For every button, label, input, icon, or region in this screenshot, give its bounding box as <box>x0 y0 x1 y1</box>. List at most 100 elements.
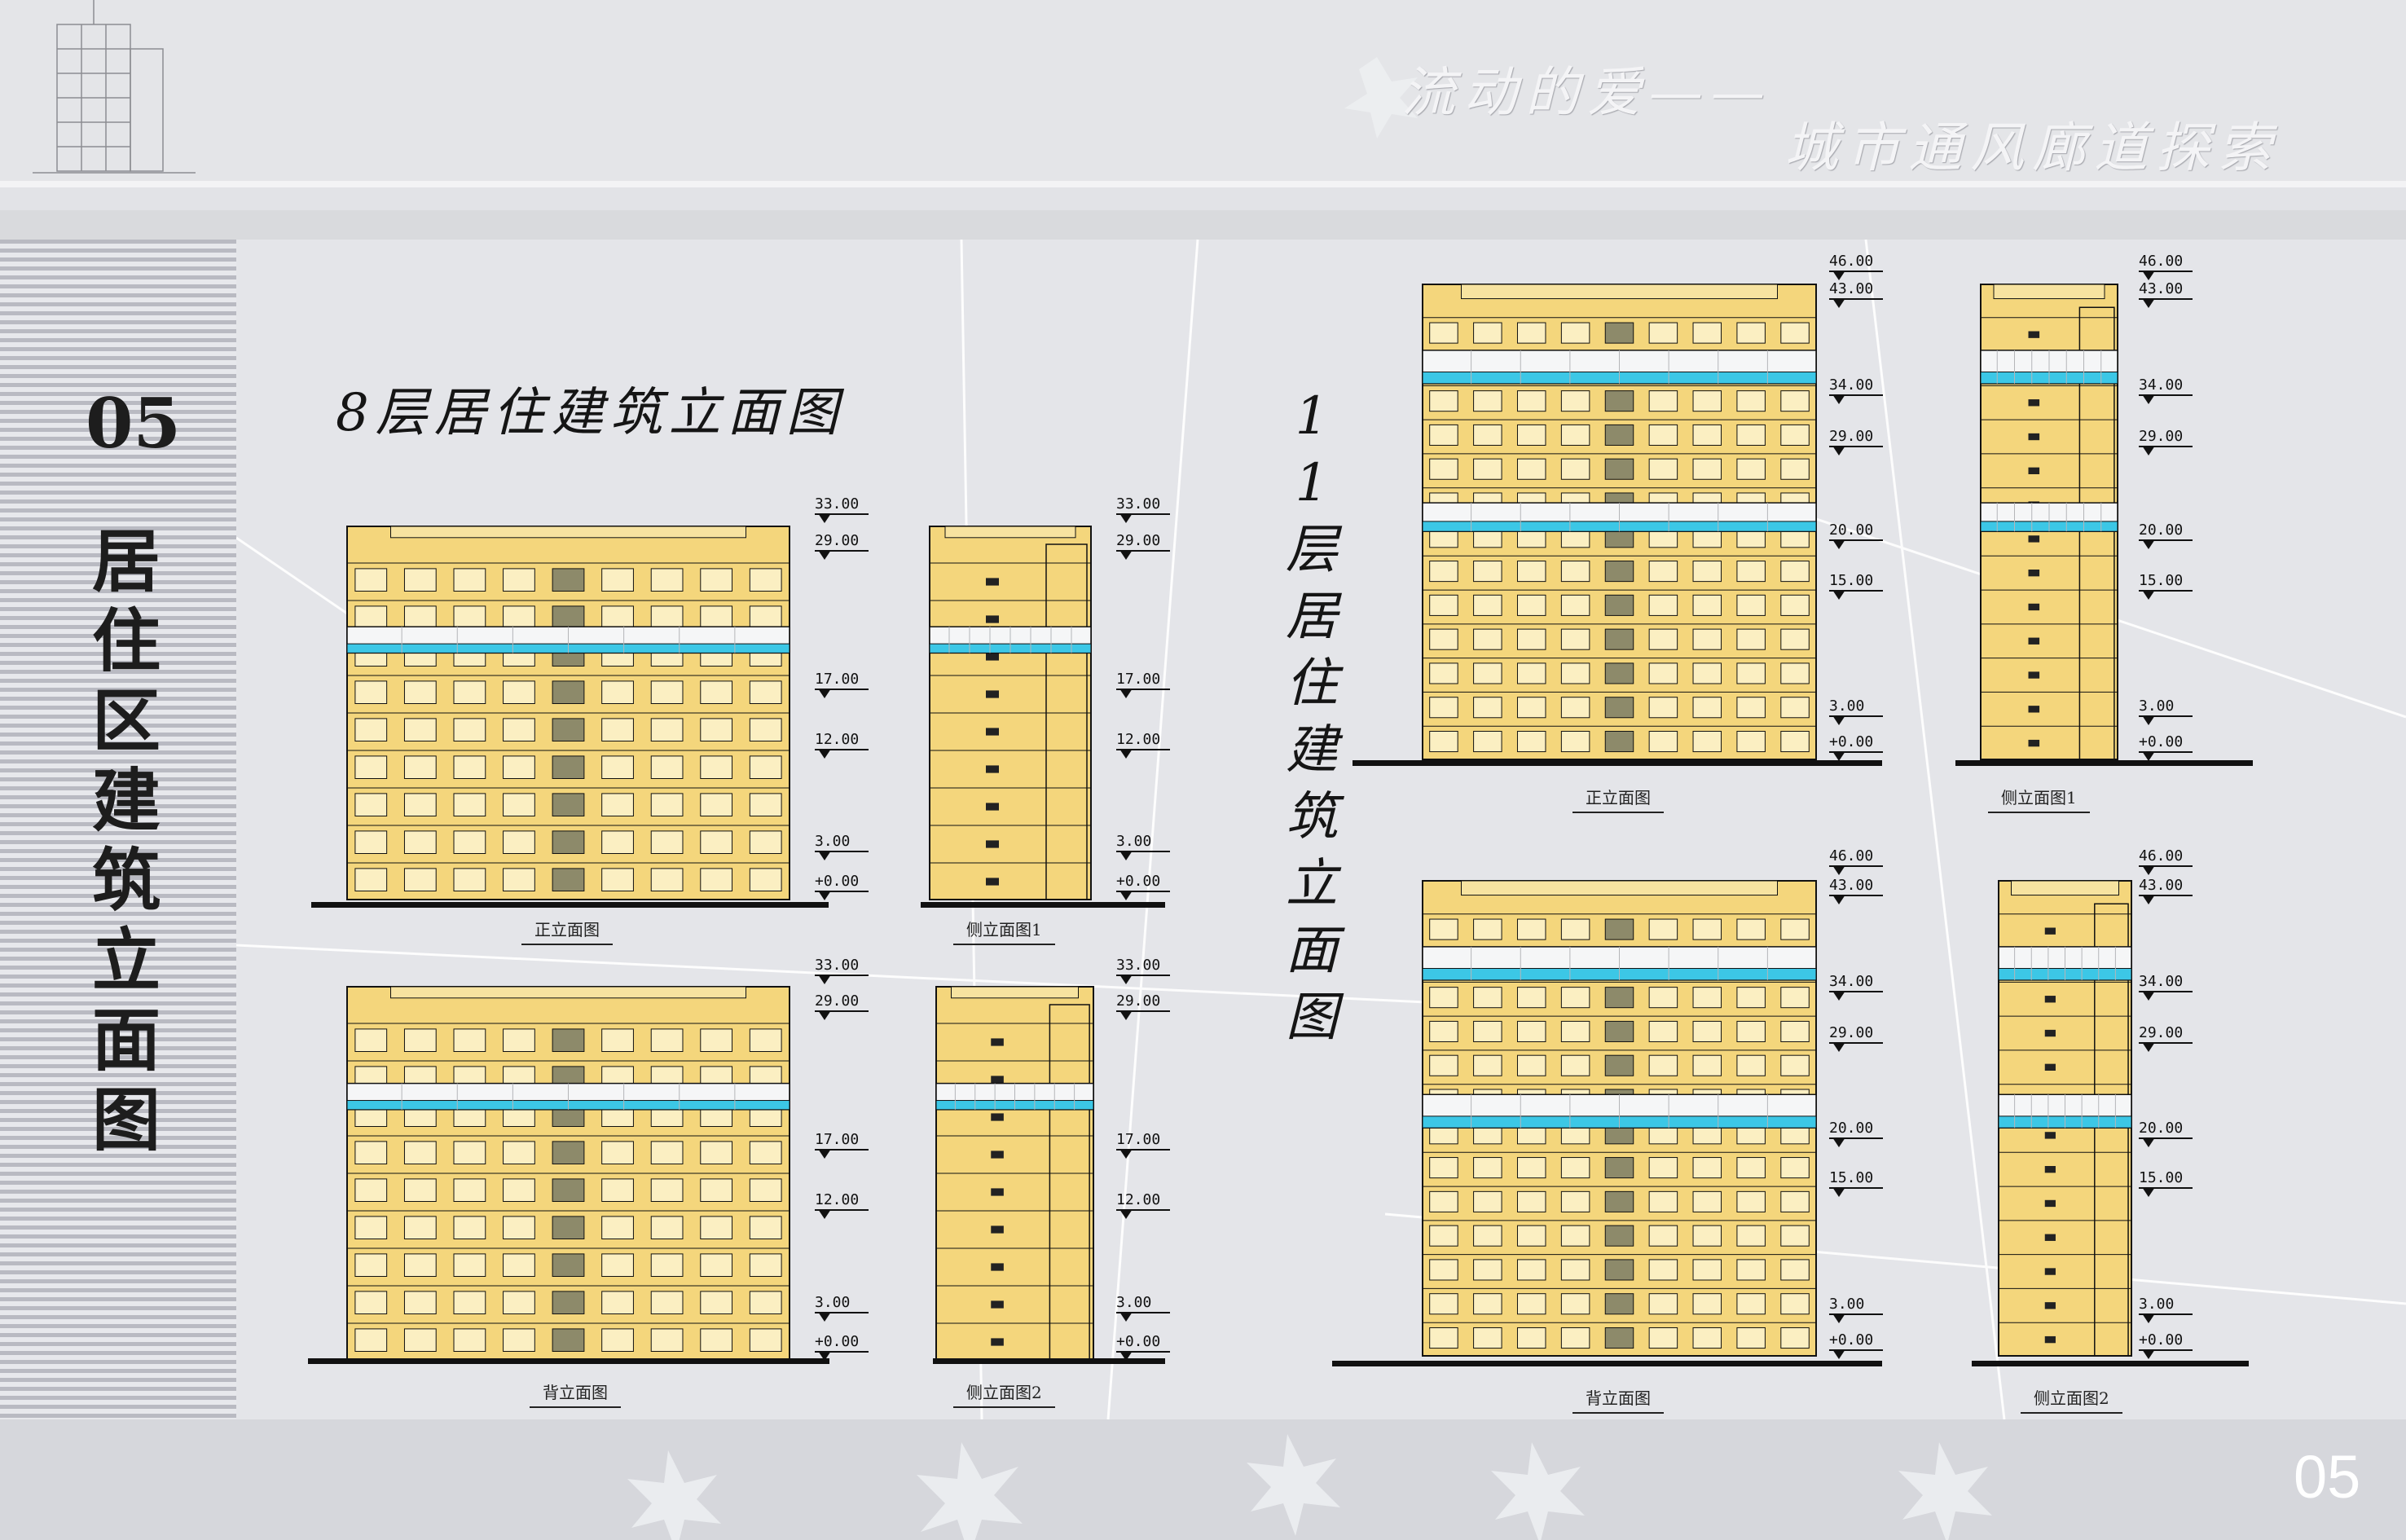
window <box>1780 662 1810 684</box>
window <box>503 1328 535 1352</box>
window <box>1692 458 1722 480</box>
level-mark: 17.00 <box>1116 671 1171 698</box>
window <box>354 718 388 741</box>
window <box>1692 697 1722 719</box>
window <box>503 1028 535 1053</box>
window <box>601 605 634 630</box>
window <box>700 1141 733 1164</box>
level-mark: 46.00 <box>2139 253 2193 280</box>
view-label-11-side2: 侧立面图2 <box>2021 1385 2122 1414</box>
window <box>601 1028 634 1053</box>
ground-line <box>921 902 1165 908</box>
window <box>403 755 437 779</box>
view-label-8-back: 背立面图 <box>530 1379 621 1408</box>
window <box>1604 918 1634 940</box>
window <box>1604 390 1634 412</box>
level-mark: 34.00 <box>1829 376 1884 404</box>
window <box>403 1141 437 1164</box>
window <box>1516 1020 1546 1042</box>
level-mark: 20.00 <box>1829 521 1884 549</box>
window <box>1648 1225 1678 1247</box>
window <box>601 680 634 704</box>
window <box>1736 561 1766 583</box>
window <box>1736 1054 1766 1076</box>
window <box>1473 594 1502 616</box>
level-mark: 46.00 <box>1829 847 1884 875</box>
page-number: 05 <box>2294 1443 2361 1511</box>
window <box>1780 987 1810 1009</box>
window <box>1736 662 1766 684</box>
elevation-11-front <box>1422 284 1817 760</box>
window <box>1560 1054 1590 1076</box>
window <box>700 568 733 592</box>
window <box>1604 561 1634 583</box>
window <box>601 718 634 741</box>
window <box>1560 424 1590 446</box>
window <box>354 1253 388 1277</box>
window <box>749 680 782 704</box>
window <box>991 1263 1004 1271</box>
level-mark: 3.00 <box>2139 697 2193 725</box>
facade-drawing <box>1422 284 1817 760</box>
window <box>1560 1259 1590 1281</box>
window <box>1604 458 1634 480</box>
window <box>403 793 437 816</box>
window <box>1429 918 1458 940</box>
window <box>503 1253 535 1277</box>
elevation-11-side1 <box>1980 284 2118 760</box>
window <box>601 1141 634 1164</box>
level-mark: 43.00 <box>2139 877 2193 904</box>
window <box>1560 1190 1590 1212</box>
window <box>2028 467 2040 474</box>
window <box>1473 1054 1502 1076</box>
window <box>1516 1327 1546 1349</box>
window <box>2044 1166 2056 1173</box>
window <box>1648 1190 1678 1212</box>
window <box>403 680 437 704</box>
window <box>749 793 782 816</box>
window <box>453 1178 486 1202</box>
window <box>1429 424 1458 446</box>
window <box>1648 987 1678 1009</box>
window <box>1473 424 1502 446</box>
window <box>1736 1190 1766 1212</box>
window <box>1736 1259 1766 1281</box>
window <box>503 605 535 630</box>
window <box>1692 1225 1722 1247</box>
level-mark: +0.00 <box>815 873 869 900</box>
window <box>1692 390 1722 412</box>
window <box>403 605 437 630</box>
window <box>2044 1234 2056 1241</box>
level-mark: +0.00 <box>1829 733 1884 761</box>
window <box>2028 399 2040 407</box>
window <box>700 868 733 891</box>
window <box>1473 322 1502 344</box>
window <box>453 1216 486 1239</box>
window <box>986 840 999 848</box>
window <box>403 718 437 741</box>
window <box>1516 1225 1546 1247</box>
window <box>1560 628 1590 650</box>
window <box>749 1253 782 1277</box>
level-mark: 3.00 <box>1116 1294 1171 1322</box>
facade-drawing <box>346 986 790 1361</box>
window <box>552 755 585 779</box>
level-mark: 3.00 <box>815 1294 869 1322</box>
window <box>1780 1157 1810 1179</box>
window <box>1516 1054 1546 1076</box>
window <box>2028 706 2040 713</box>
window <box>552 718 585 741</box>
window <box>650 1253 684 1277</box>
window <box>1516 987 1546 1009</box>
window <box>1429 322 1458 344</box>
window <box>354 1328 388 1352</box>
window <box>1780 424 1810 446</box>
window <box>1516 458 1546 480</box>
window <box>1648 1259 1678 1281</box>
window <box>1604 628 1634 650</box>
window <box>2044 927 2056 935</box>
heading-8-storey: 8层居住建筑立面图 <box>336 383 845 443</box>
window <box>601 830 634 854</box>
window <box>1560 697 1590 719</box>
level-mark: 3.00 <box>815 833 869 860</box>
